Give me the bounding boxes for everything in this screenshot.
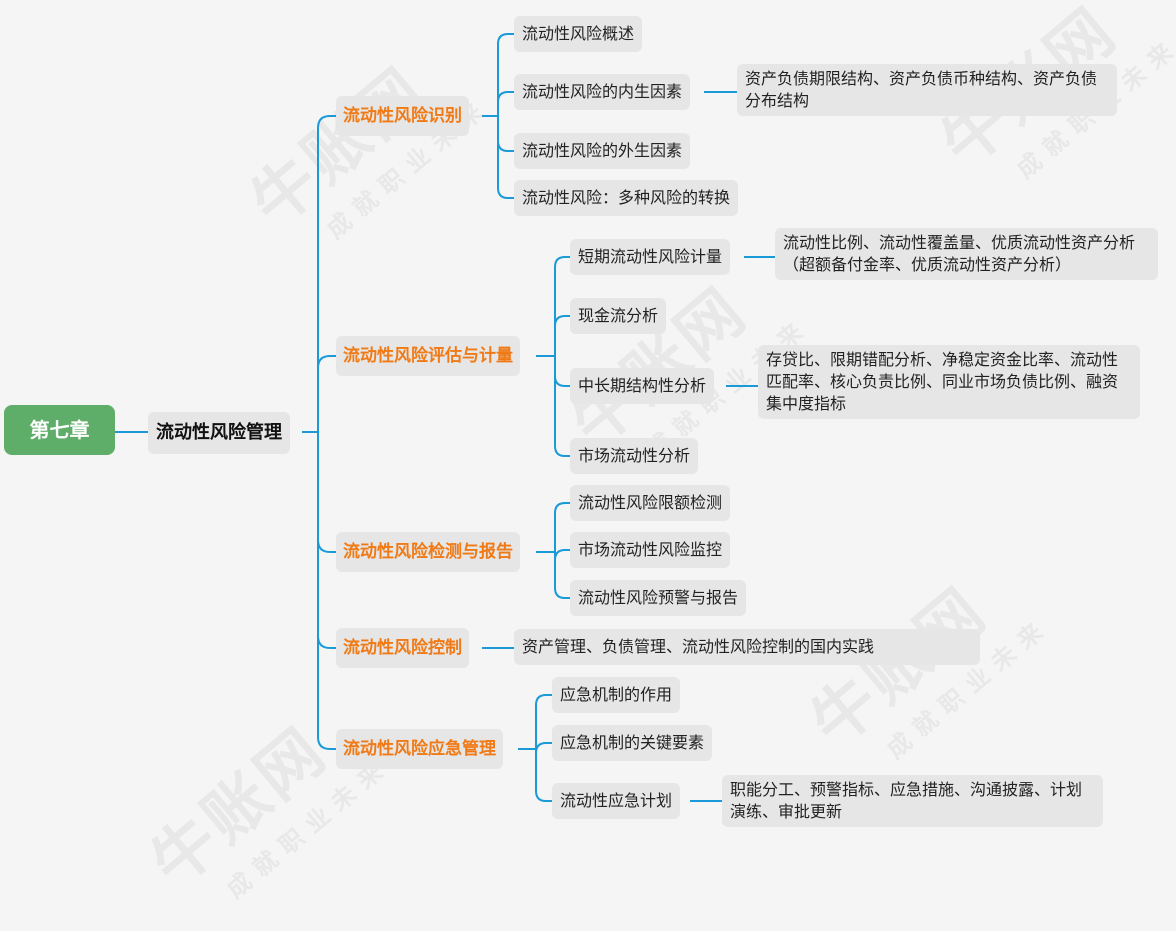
connector-lines	[115, 33, 775, 802]
connector-path	[482, 33, 514, 199]
connector-path	[536, 502, 570, 599]
detail-node[interactable]: 存贷比、限期错配分析、净稳定资金比率、流动性匹配率、核心负责比例、同业市场负债比…	[758, 345, 1140, 419]
detail-node[interactable]: 资产管理、负债管理、流动性风险控制的国内实践	[514, 629, 980, 665]
detail-node[interactable]: 流动性比例、流动性覆盖量、优质流动性资产分析（超额备付金率、优质流动性资产分析）	[775, 228, 1158, 280]
main-topic-node[interactable]: 流动性风险管理	[148, 412, 290, 454]
branch-node[interactable]: 流动性风险评估与计量	[336, 336, 520, 376]
root-node[interactable]: 第七章	[4, 405, 115, 455]
leaf-node[interactable]: 流动性风险限额检测	[570, 485, 731, 521]
leaf-node[interactable]: 流动性风险预警与报告	[570, 580, 747, 616]
branch-node[interactable]: 流动性风险应急管理	[336, 729, 503, 769]
connector-path	[302, 115, 336, 750]
leaf-node[interactable]: 流动性应急计划	[552, 783, 681, 819]
branch-node[interactable]: 流动性风险识别	[336, 96, 469, 136]
leaf-node[interactable]: 流动性风险概述	[514, 16, 643, 52]
leaf-node[interactable]: 应急机制的作用	[552, 677, 681, 713]
leaf-node[interactable]: 现金流分析	[570, 298, 667, 334]
leaf-node[interactable]: 流动性风险的内生因素	[514, 74, 691, 110]
connector-path	[536, 256, 570, 457]
leaf-node[interactable]: 应急机制的关键要素	[552, 725, 713, 761]
leaf-node[interactable]: 市场流动性风险监控	[570, 532, 731, 568]
detail-node[interactable]: 资产负债期限结构、资产负债币种结构、资产负债分布结构	[737, 64, 1117, 116]
connector-path	[518, 694, 552, 802]
leaf-node[interactable]: 中长期结构性分析	[570, 368, 715, 404]
leaf-node[interactable]: 短期流动性风险计量	[570, 239, 731, 275]
branch-node[interactable]: 流动性风险控制	[336, 628, 469, 668]
branch-node[interactable]: 流动性风险检测与报告	[336, 532, 520, 572]
leaf-node[interactable]: 流动性风险的外生因素	[514, 133, 691, 169]
leaf-node[interactable]: 流动性风险：多种风险的转换	[514, 180, 739, 216]
leaf-node[interactable]: 市场流动性分析	[570, 438, 699, 474]
detail-node[interactable]: 职能分工、预警指标、应急措施、沟通披露、计划演练、审批更新	[722, 775, 1103, 827]
